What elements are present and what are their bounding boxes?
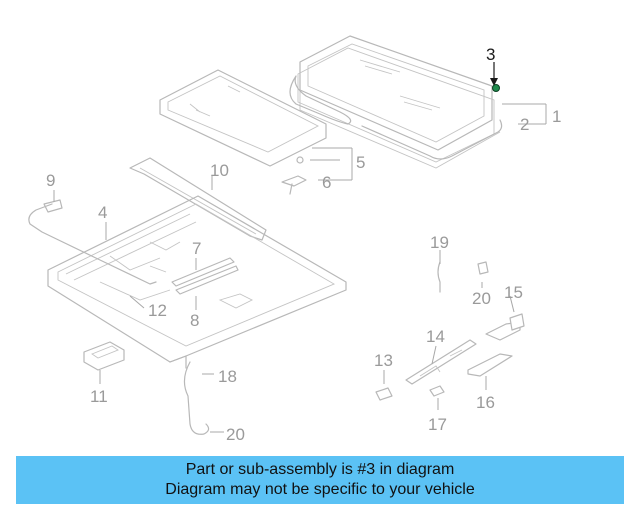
callout-9: 9: [46, 171, 55, 190]
motor-block: [83, 341, 125, 371]
callout-10: 10: [210, 161, 229, 180]
callout-1: 1: [552, 107, 561, 126]
sunshade-panel: [159, 69, 327, 167]
clip-hardware: [281, 156, 307, 195]
drain-cable: [28, 199, 157, 285]
banner-line-part: Part or sub-assembly is #3 in diagram: [185, 461, 455, 478]
callout-7: 7: [192, 239, 201, 258]
callout-16: 16: [476, 393, 495, 412]
callout-3-highlight: [490, 62, 500, 92]
seal-ring: [289, 75, 503, 160]
callout-4: 4: [98, 203, 107, 222]
callout-6: 6: [322, 173, 331, 192]
guide-rails: [171, 257, 239, 295]
parts-diagram: 1 2 3 4 5 6 7 8 9 10 11 12 13 14 15 16 1…: [28, 35, 561, 444]
front-rail: [129, 157, 267, 241]
glass-panel: [297, 35, 501, 169]
callout-12: 12: [148, 301, 167, 320]
callout-17: 17: [428, 415, 447, 434]
drain-hose: [183, 361, 210, 435]
hardware-cluster: [375, 261, 525, 401]
part-3-marker: [492, 84, 500, 92]
callout-5: 5: [356, 153, 365, 172]
callout-20-lower: 20: [226, 425, 245, 444]
callout-2: 2: [520, 115, 529, 134]
callout-leaders: [53, 103, 547, 433]
callout-14: 14: [426, 327, 445, 346]
callout-18: 18: [218, 367, 237, 386]
sunroof-frame: [47, 195, 347, 369]
callout-20-right: 20: [472, 289, 491, 308]
callout-13: 13: [374, 351, 393, 370]
callout-15: 15: [504, 283, 523, 302]
info-banner: Part or sub-assembly is #3 in diagram Di…: [16, 456, 624, 504]
callout-11: 11: [90, 387, 108, 406]
callout-8: 8: [190, 311, 199, 330]
callout-3[interactable]: 3: [486, 45, 495, 64]
callout-19: 19: [430, 233, 449, 252]
banner-line-disclaimer: Diagram may not be specific to your vehi…: [165, 481, 475, 498]
